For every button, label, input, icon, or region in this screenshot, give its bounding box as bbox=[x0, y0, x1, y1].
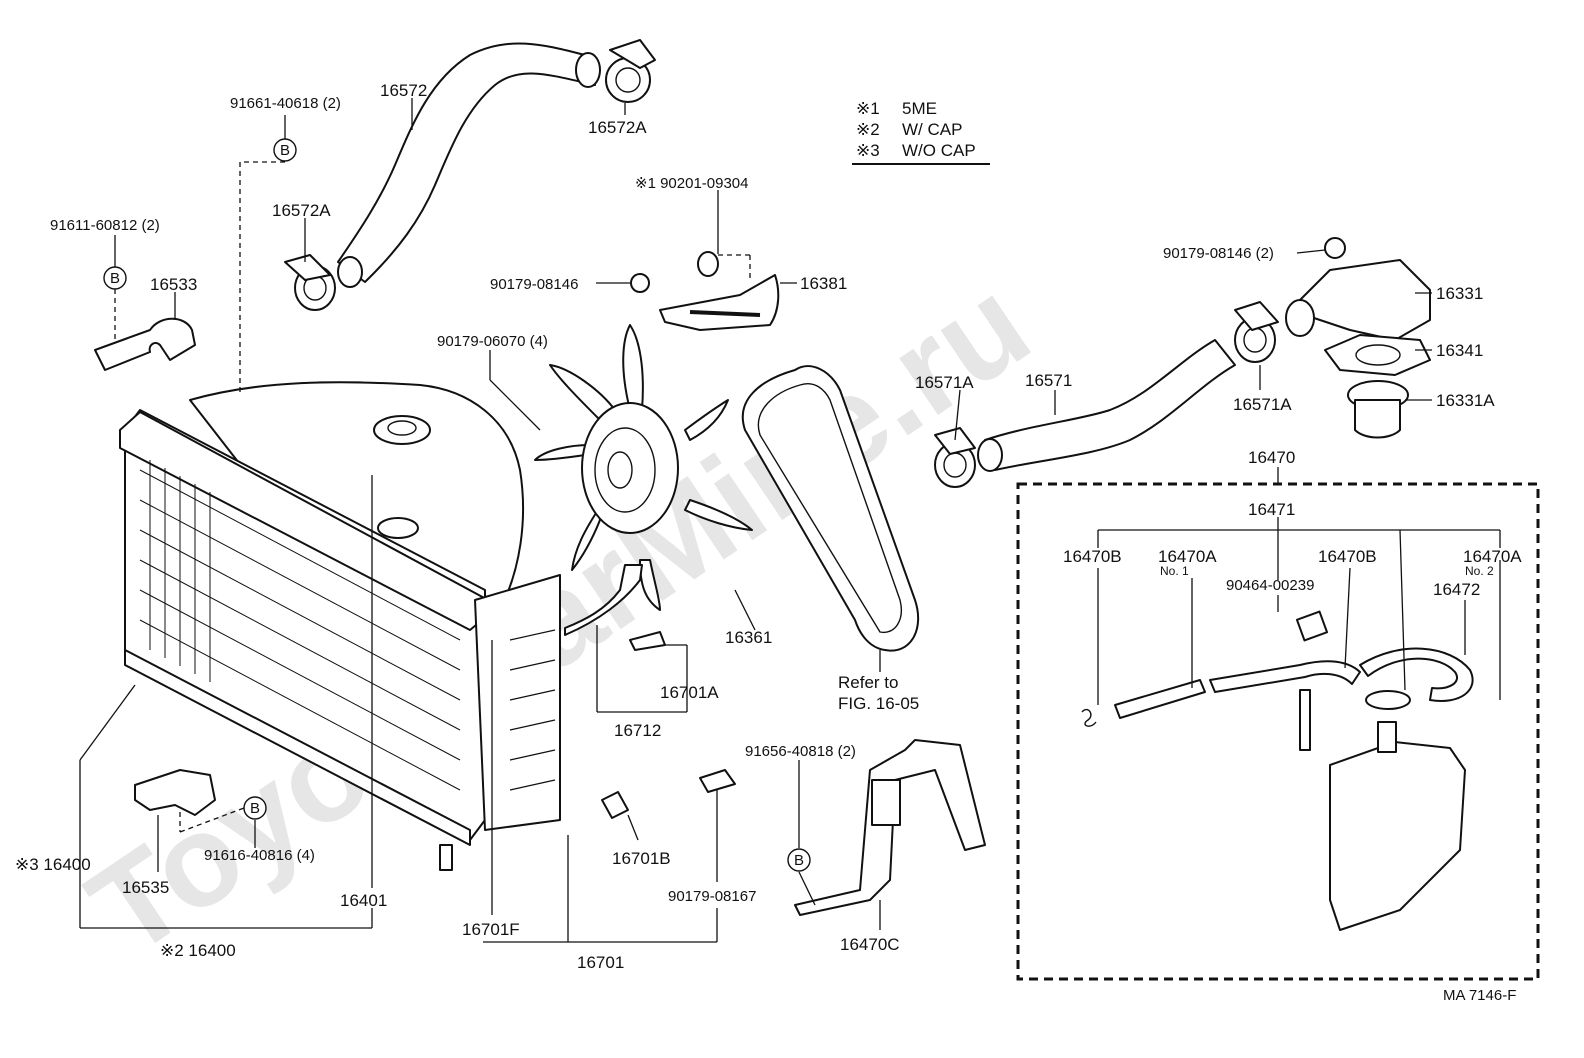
label-16470: 16470 bbox=[1248, 448, 1295, 467]
label-16712: 16712 bbox=[614, 721, 661, 740]
reservoir-tank-16470 bbox=[1329, 690, 1466, 931]
label-fig-id: MA 7146-F bbox=[1443, 987, 1516, 1004]
label-90201-09304: ※1 90201-09304 bbox=[635, 175, 749, 192]
label-16572A-top: 16572A bbox=[588, 118, 647, 137]
note-mark-1: ※1 bbox=[856, 99, 880, 118]
water-outlet-16331 bbox=[1285, 237, 1431, 341]
label-16470C: 16470C bbox=[840, 935, 900, 954]
clip-16701B bbox=[601, 791, 629, 819]
upper-radiator-hose bbox=[337, 42, 601, 288]
svg-text:B: B bbox=[280, 142, 290, 159]
label-90179-06070: 90179-06070 (4) bbox=[437, 333, 548, 350]
label-16470A-no2: 16470A bbox=[1463, 547, 1522, 566]
ref-circle-b-1: B bbox=[273, 138, 297, 162]
thermostat-16331A bbox=[1347, 380, 1409, 439]
label-refer-to: Refer to bbox=[838, 673, 898, 692]
label-16571A-left: 16571A bbox=[915, 373, 974, 392]
label-16470A-no1: 16470A bbox=[1158, 547, 1217, 566]
label-16381: 16381 bbox=[800, 274, 847, 293]
note-mark-2: ※2 bbox=[856, 120, 880, 139]
label-16470B-left: 16470B bbox=[1063, 547, 1122, 566]
label-16571: 16571 bbox=[1025, 371, 1072, 390]
bracket-16533 bbox=[94, 317, 196, 371]
hose-clamp-lower-left bbox=[934, 427, 976, 488]
radiator-16400 bbox=[119, 381, 561, 871]
label-no1: No. 1 bbox=[1160, 564, 1189, 578]
bracket-16470C bbox=[794, 739, 986, 916]
ref-circle-b-3: B bbox=[243, 796, 267, 820]
side-frame-ribs bbox=[509, 629, 556, 791]
label-16472: 16472 bbox=[1433, 580, 1480, 599]
part-labels: 16572 16572A 16572A 91661-40618 (2) 9161… bbox=[15, 81, 1522, 1004]
label-91611-60812: 91611-60812 (2) bbox=[50, 217, 160, 234]
label-90179-08146-mid: 90179-08146 bbox=[490, 276, 578, 293]
ref-circle-b-2: B bbox=[103, 266, 127, 290]
label-16400-w-cap: ※2 16400 bbox=[160, 941, 236, 960]
label-16470B-mid: 16470B bbox=[1318, 547, 1377, 566]
svg-text:B: B bbox=[250, 800, 260, 817]
clip-90179-08167 bbox=[699, 769, 736, 793]
label-90179-08146-right: 90179-08146 (2) bbox=[1163, 245, 1274, 262]
notes-legend: ※1 5ME ※2 W/ CAP ※3 W/O CAP bbox=[852, 99, 990, 165]
label-16331A: 16331A bbox=[1436, 391, 1495, 410]
label-16471: 16471 bbox=[1248, 500, 1295, 519]
note-mark-3: ※3 bbox=[856, 141, 880, 160]
gasket-16341 bbox=[1324, 334, 1431, 376]
note-text-3: W/O CAP bbox=[902, 141, 976, 160]
leader-lines bbox=[79, 98, 1501, 943]
label-16701B: 16701B bbox=[612, 849, 671, 868]
label-16535: 16535 bbox=[122, 878, 169, 897]
label-16361: 16361 bbox=[725, 628, 772, 647]
note-text-2: W/ CAP bbox=[902, 120, 962, 139]
svg-text:B: B bbox=[110, 270, 120, 287]
label-fig-16-05: FIG. 16-05 bbox=[838, 694, 919, 713]
ref-circle-b-4: B bbox=[787, 848, 811, 872]
hose-clamp-top bbox=[605, 39, 656, 103]
label-90179-08167: 90179-08167 bbox=[668, 888, 756, 905]
bracket-16535 bbox=[134, 769, 216, 816]
hose-clamp-lower-right bbox=[1234, 301, 1279, 363]
label-90464-00239: 90464-00239 bbox=[1226, 577, 1314, 594]
label-91656-40818: 91656-40818 (2) bbox=[745, 743, 856, 760]
label-16701F: 16701F bbox=[462, 920, 520, 939]
label-16331: 16331 bbox=[1436, 284, 1483, 303]
radiator-fins bbox=[139, 460, 461, 791]
note-text-1: 5ME bbox=[902, 99, 937, 118]
label-16571A-right: 16571A bbox=[1233, 395, 1292, 414]
fan-belt bbox=[741, 365, 920, 652]
svg-text:B: B bbox=[794, 852, 804, 869]
hose-clamp-left bbox=[284, 254, 336, 311]
label-16701: 16701 bbox=[577, 953, 624, 972]
overflow-hoses bbox=[1081, 610, 1474, 751]
label-no2: No. 2 bbox=[1465, 564, 1494, 578]
label-91661-40618: 91661-40618 (2) bbox=[230, 95, 341, 112]
cooling-fan bbox=[534, 324, 753, 611]
label-16701A: 16701A bbox=[660, 683, 719, 702]
label-16572: 16572 bbox=[380, 81, 427, 100]
label-16400-wo-cap: ※3 16400 bbox=[15, 855, 91, 874]
lower-radiator-hose bbox=[977, 339, 1236, 472]
label-16401: 16401 bbox=[340, 891, 387, 910]
label-16533: 16533 bbox=[150, 275, 197, 294]
bracket-16381 bbox=[630, 251, 780, 331]
label-91616-40816: 91616-40816 (4) bbox=[204, 847, 315, 864]
label-16572A-left: 16572A bbox=[272, 201, 331, 220]
label-16341: 16341 bbox=[1436, 341, 1483, 360]
